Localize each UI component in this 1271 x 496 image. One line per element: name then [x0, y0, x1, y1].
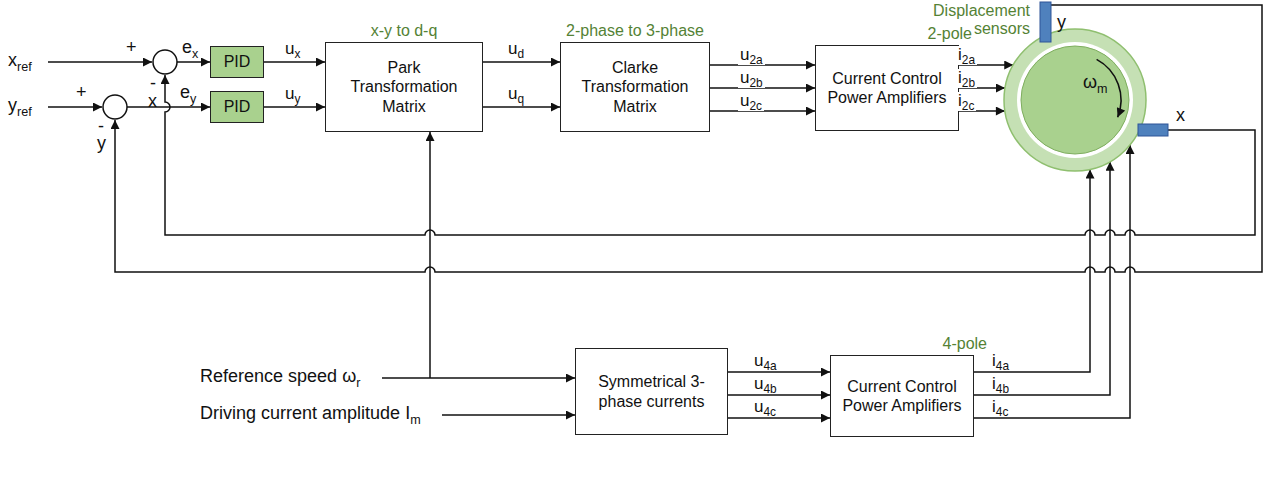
- subscript: r: [356, 376, 360, 390]
- signal-name: y: [97, 134, 106, 154]
- subscript: y: [294, 92, 300, 106]
- wire: [382, 377, 575, 379]
- block-heading: x-y to d-q: [296, 22, 512, 40]
- block-text: Current Control Power Amplifiers: [831, 377, 973, 415]
- signal-name: ux: [283, 40, 302, 59]
- current-generator-box: Symmetrical 3-phase currents: [575, 348, 728, 435]
- pid-controller: PID: [210, 46, 264, 78]
- signal-arrow: [483, 106, 560, 108]
- signal-name: u4b: [752, 375, 779, 394]
- signal-name: i2a: [956, 46, 977, 65]
- subscript: 4b: [763, 382, 776, 396]
- signal-name: +: [126, 38, 137, 58]
- input-name: Driving current amplitude Im: [200, 404, 421, 424]
- subscript: m: [410, 413, 421, 427]
- subscript: m: [1097, 82, 1108, 96]
- wire: [48, 61, 152, 63]
- subscript: 4c: [763, 405, 776, 419]
- signal-name: ey: [180, 83, 196, 103]
- signal-arrow: [264, 106, 325, 108]
- subscript: 4a: [763, 359, 776, 373]
- subscript: x: [192, 47, 198, 61]
- signal-name: i2c: [956, 92, 976, 111]
- block-text: Symmetrical 3-phase currents: [576, 372, 727, 410]
- summing-junction: [153, 50, 177, 74]
- signal-name: y: [1057, 13, 1066, 33]
- signal-arrow: [974, 169, 1090, 372]
- subscript: 2b: [962, 76, 975, 90]
- signal-name: yref: [8, 96, 32, 116]
- pid-controller: PID: [210, 91, 264, 123]
- subscript: 4b: [996, 382, 1009, 396]
- signal-name: xref: [8, 51, 32, 71]
- signal-name: u2b: [738, 69, 765, 88]
- wire: [429, 132, 431, 378]
- park-transform-box: x-y to d-qPark Transformation Matrix: [325, 42, 483, 132]
- block-text: Park Transformation Matrix: [326, 58, 482, 116]
- block-heading: 4-pole: [943, 335, 987, 353]
- power-amplifier-box: 2-poleCurrent Control Power Amplifiers: [815, 45, 959, 131]
- signal-name: +: [76, 83, 87, 103]
- subscript: x: [294, 47, 300, 61]
- speed-symbol: ωm: [1083, 72, 1108, 94]
- subscript: 2a: [749, 53, 762, 67]
- signal-name: u4a: [752, 352, 779, 371]
- bearingless-motor: ωm: [1003, 28, 1147, 172]
- signal-name: i4b: [990, 375, 1011, 394]
- signal-name: i4a: [990, 352, 1011, 371]
- subscript: ref: [17, 60, 32, 74]
- signal-name: x: [148, 92, 157, 112]
- subscript: 4a: [996, 359, 1009, 373]
- block-heading: 2-phase to 3-phase: [531, 22, 739, 40]
- signal-name: ex: [182, 38, 198, 58]
- signal-name: uq: [506, 85, 526, 104]
- wire: [115, 5, 1262, 272]
- power-amplifier-box: 4-poleCurrent Control Power Amplifiers: [830, 355, 974, 437]
- signal-arrow: [264, 61, 325, 63]
- signal-name: -: [150, 74, 156, 94]
- signal-name: u4c: [752, 398, 778, 417]
- block-text: PID: [218, 97, 257, 116]
- block-text: Current Control Power Amplifiers: [816, 69, 958, 107]
- block-text: Clarke Transformation Matrix: [561, 58, 709, 116]
- signal-arrow: [483, 61, 560, 63]
- block-heading: 2-pole: [928, 25, 972, 43]
- signal-arrow: [974, 145, 1130, 418]
- wire: [442, 414, 575, 416]
- clarke-transform-box: 2-phase to 3-phaseClarke Transformation …: [560, 42, 710, 132]
- subscript: ref: [17, 105, 32, 119]
- subscript: 4c: [996, 405, 1009, 419]
- motor-drawing: [1003, 28, 1147, 172]
- summing-junction: [103, 95, 127, 119]
- subscript: 2b: [749, 76, 762, 90]
- input-name: Reference speed ωr: [200, 367, 360, 387]
- subscript: 2c: [749, 99, 762, 113]
- signal-arrow: [728, 371, 830, 373]
- signal-name: u2c: [738, 92, 764, 111]
- subscript: d: [517, 47, 524, 61]
- sensor-caption: Displacement sensors: [930, 2, 1030, 37]
- signal-name: i2b: [956, 69, 977, 88]
- subscript: 2a: [962, 53, 975, 67]
- signal-arrow: [728, 417, 830, 419]
- block-text: PID: [218, 52, 257, 71]
- subscript: 2c: [962, 99, 975, 113]
- signal-name: i4c: [990, 398, 1010, 417]
- wire: [177, 61, 210, 63]
- signal-name: uy: [283, 85, 302, 104]
- signal-arrow: [974, 162, 1110, 395]
- subscript: y: [190, 92, 196, 106]
- signal-name: x: [1176, 106, 1185, 126]
- wire: [127, 106, 210, 108]
- signal-name: u2a: [738, 46, 765, 65]
- wire: [48, 106, 102, 108]
- signal-arrow: [728, 394, 830, 396]
- signal-name: ud: [506, 40, 526, 59]
- subscript: q: [517, 92, 524, 106]
